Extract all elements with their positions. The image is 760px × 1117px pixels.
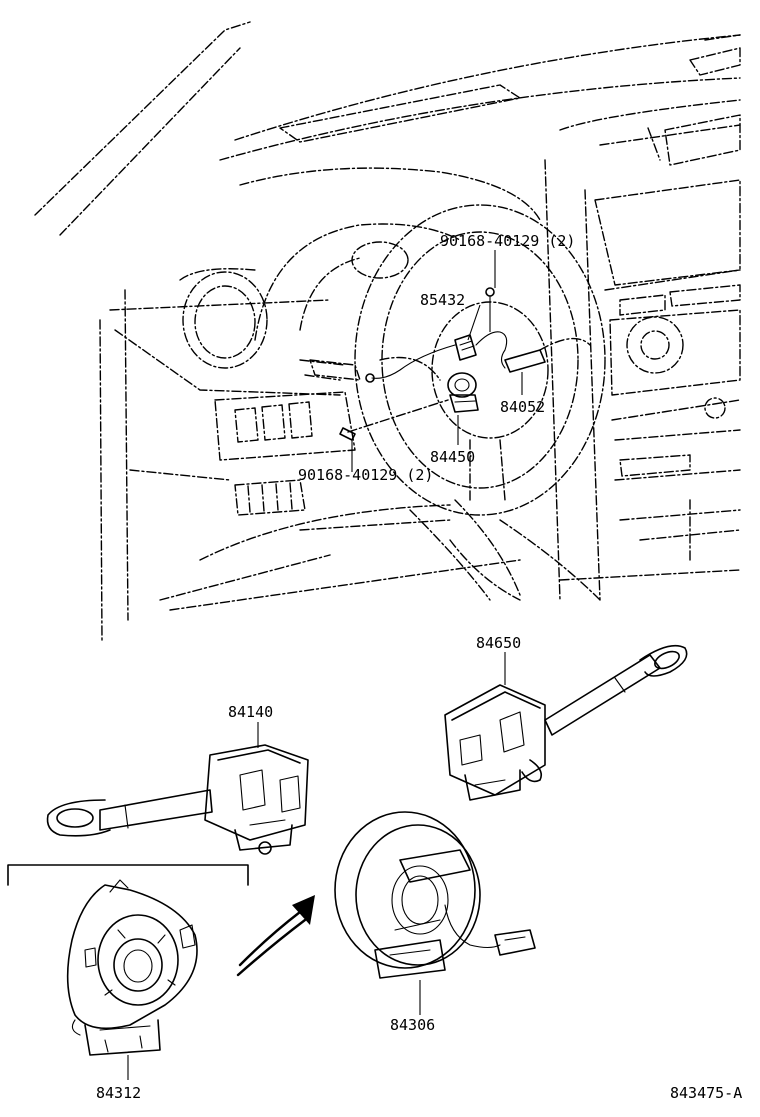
part-84052-label: 84052 [500, 398, 545, 416]
bolt-upper-label: 90168-40129 (2) [440, 232, 575, 250]
steering-sensor-84312 [7, 864, 249, 1080]
part-84140-label: 84140 [228, 703, 273, 721]
upper-leader-lines [351, 250, 523, 472]
switch-84140 [46, 744, 309, 855]
dashboard-outline [34, 21, 741, 641]
part-85432-label: 85432 [420, 291, 465, 309]
switch-84650 [444, 644, 688, 801]
part-84650-label: 84650 [476, 634, 521, 652]
spiral-cable-84306 [334, 811, 536, 1015]
part-labels: 90168-40129 (2) 85432 84052 84450 90168-… [96, 232, 742, 1102]
install-arrow [236, 895, 315, 977]
part-84450-label: 84450 [430, 448, 475, 466]
drawing-number: 843475-A [670, 1084, 742, 1102]
part-84312-label: 84312 [96, 1084, 141, 1102]
lower-leader-lines [257, 652, 506, 748]
bolt-lower-label: 90168-40129 (2) [298, 466, 433, 484]
horn-contact-assy [365, 331, 546, 383]
part-84306-label: 84306 [390, 1016, 435, 1034]
combination-switch-center [339, 287, 495, 441]
